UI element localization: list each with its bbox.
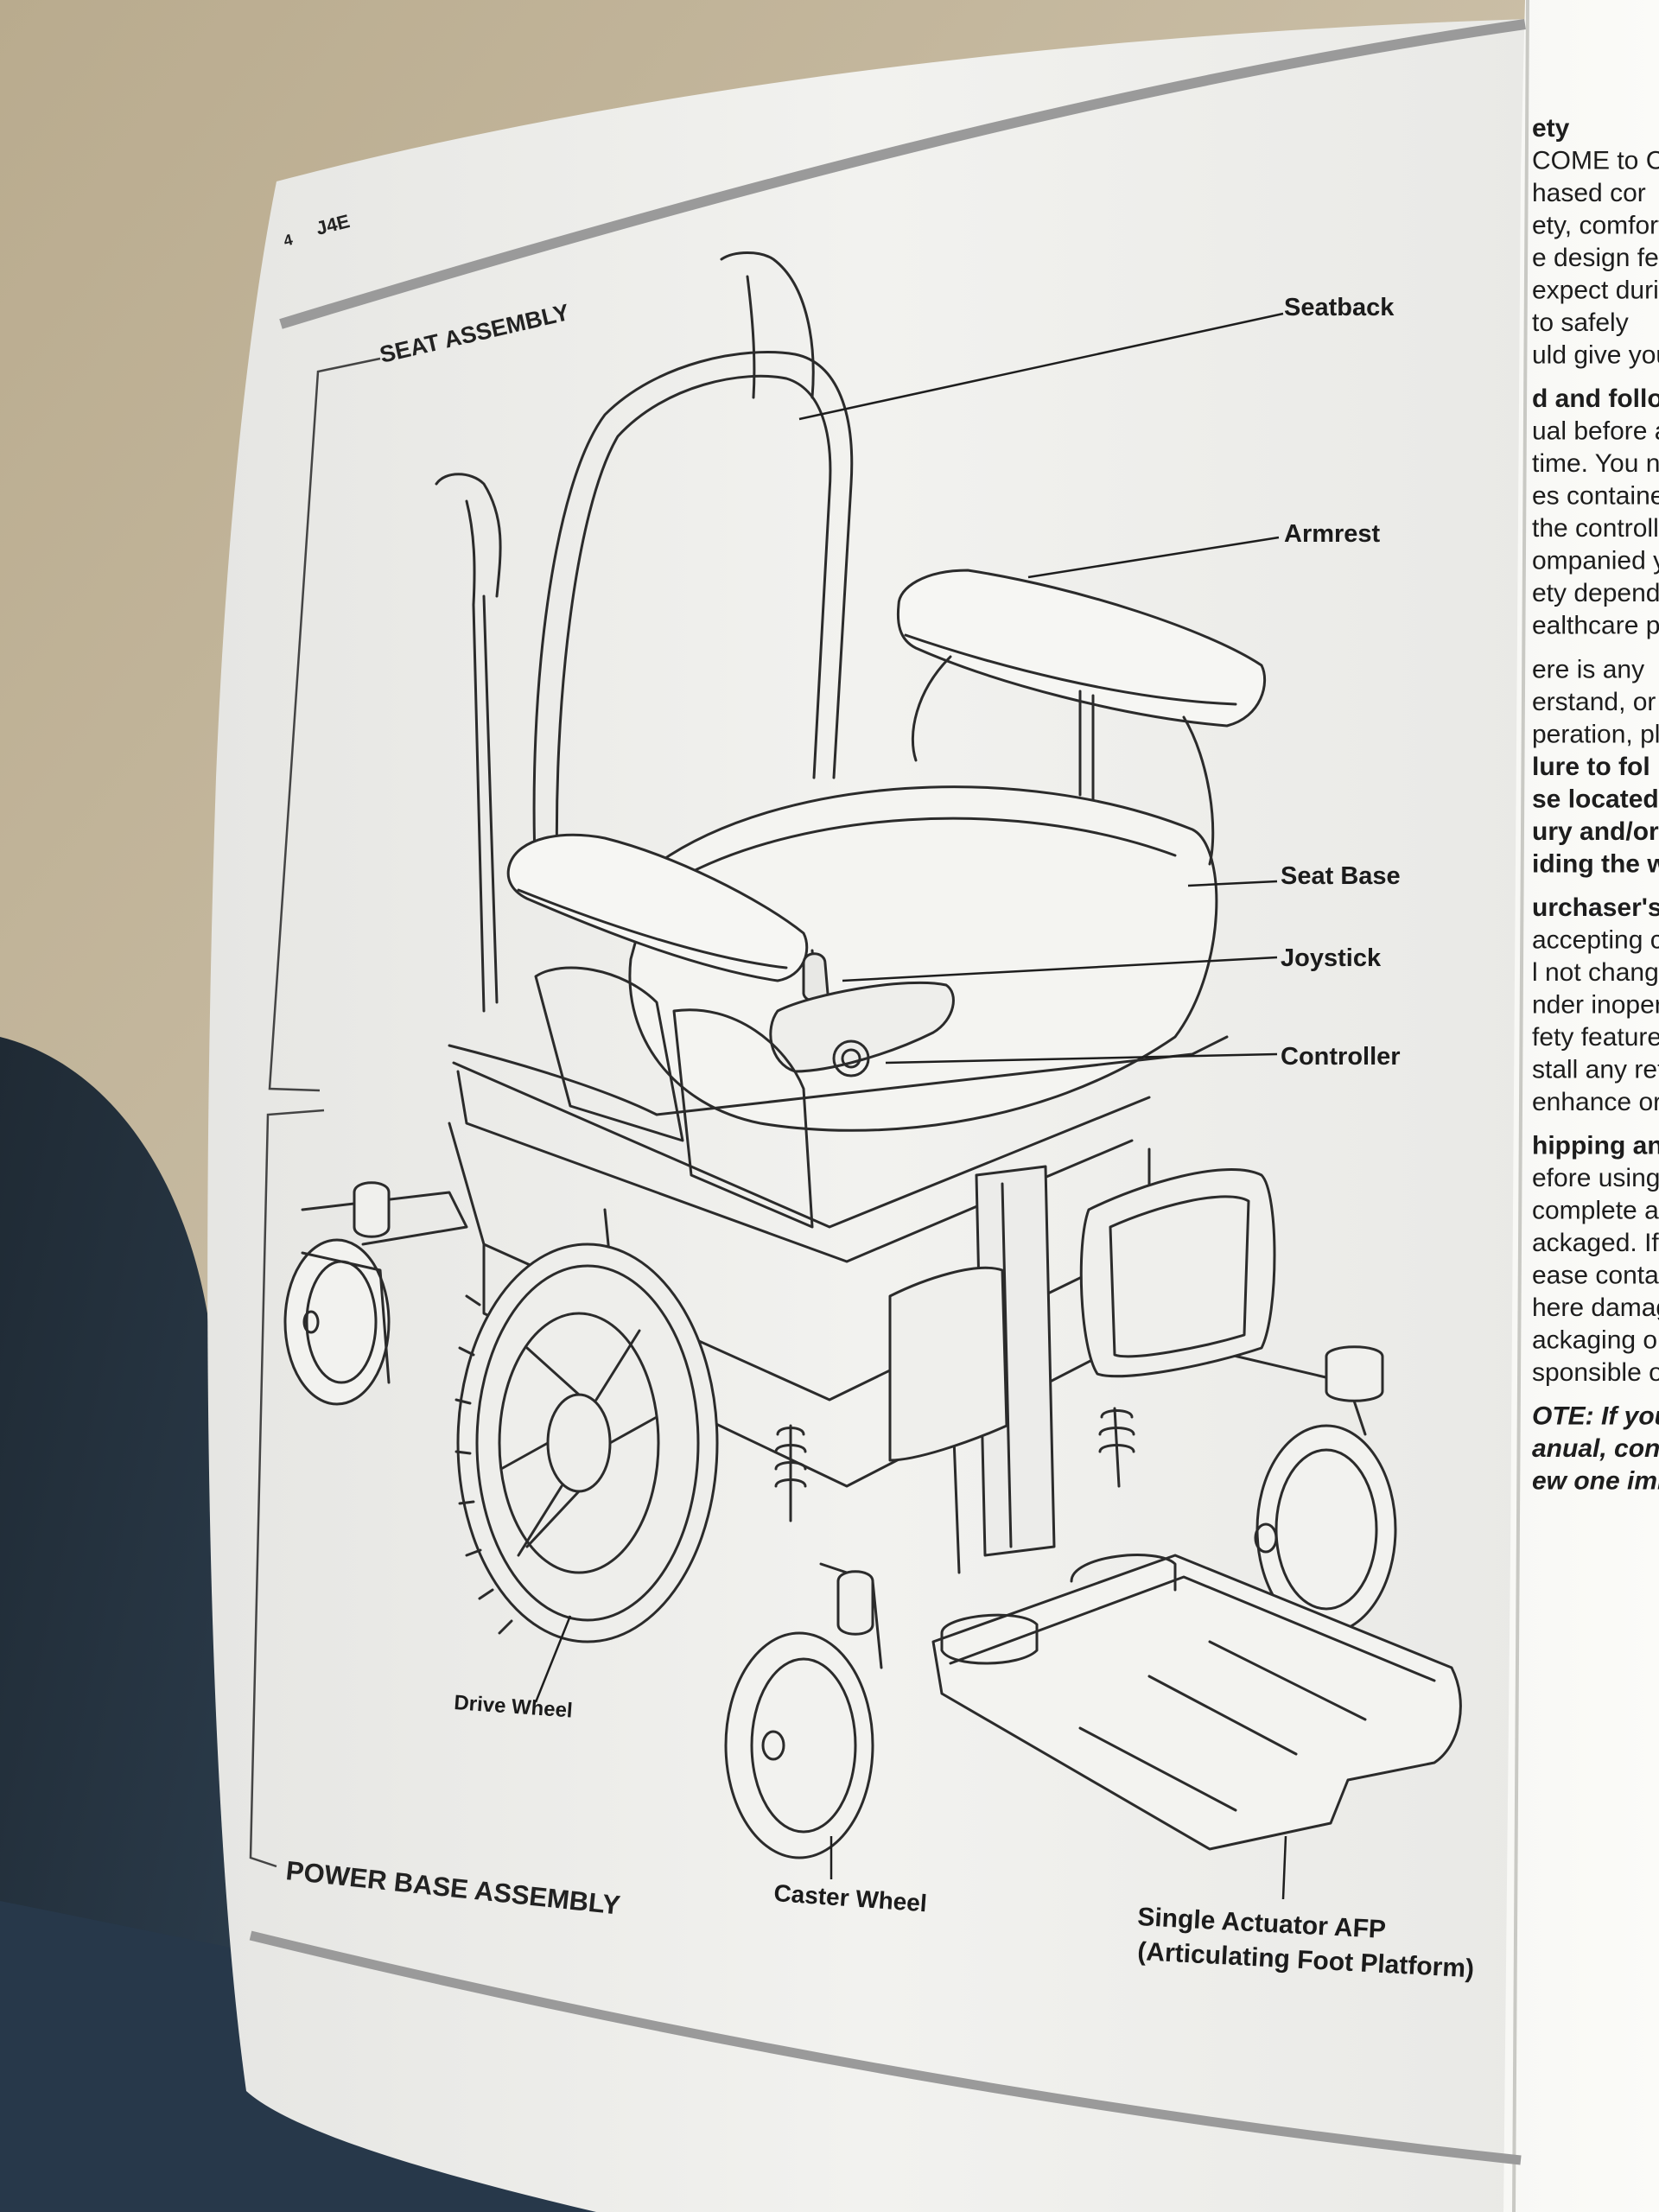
right-page-line: lure to fol (1532, 753, 1650, 781)
label-joystick: Joystick (1281, 944, 1382, 972)
label-armrest: Armrest (1284, 520, 1381, 548)
right-page-line: uld give you (1532, 341, 1659, 370)
right-page-line: expect durin (1532, 276, 1659, 305)
label-controller: Controller (1281, 1043, 1401, 1071)
right-page-line: complete a (1532, 1197, 1659, 1225)
right-page-line: iding the w (1532, 849, 1659, 878)
right-page-line: e design fea (1532, 244, 1659, 272)
seat-assembly-bracket (268, 357, 381, 1092)
right-page-line: anual, cont (1532, 1434, 1659, 1463)
label-seatback: Seatback (1284, 294, 1395, 321)
right-page-line: ety (1532, 114, 1570, 143)
right-page-line: ease contac (1532, 1262, 1659, 1290)
right-page-line: urchaser's (1532, 893, 1659, 922)
right-page (1503, 0, 1659, 2212)
right-page-line: ew one imm (1532, 1467, 1659, 1496)
right-page-line: the controlle (1532, 514, 1659, 543)
right-page-line: ety depends (1532, 579, 1659, 607)
callout-leaders (534, 312, 1287, 1900)
right-page-line: ere is any (1532, 655, 1644, 683)
right-page-line: ury and/or (1532, 817, 1659, 846)
right-page-line: es containe (1532, 482, 1659, 511)
right-page-line: erstand, or (1532, 688, 1656, 716)
footer-rule (249, 1930, 1522, 2165)
right-page-line: hipping an (1532, 1132, 1659, 1160)
page-gutter (1512, 0, 1529, 2212)
wheelchair-illustration (283, 251, 1462, 1859)
right-page-line: fety feature (1532, 1023, 1659, 1052)
power-base-bracket (249, 1109, 325, 1868)
right-page-line: ealthcare p (1532, 612, 1659, 640)
right-page-line: hased cor (1532, 179, 1646, 207)
right-page-line: ackaging or (1532, 1326, 1659, 1355)
right-page-line: peration, pl (1532, 720, 1659, 748)
label-seat-base: Seat Base (1281, 862, 1401, 890)
right-page-line: se located (1532, 785, 1659, 813)
right-page-line: ety, comfort, (1532, 212, 1659, 240)
right-page-line: efore using (1532, 1164, 1659, 1192)
right-page-line: stall any retro (1532, 1055, 1659, 1084)
right-page-line: enhance or (1532, 1088, 1659, 1116)
page-number: 4 (282, 231, 295, 250)
right-page-line: nder inopera (1532, 990, 1659, 1019)
right-page-line: COME to C (1532, 147, 1659, 175)
header-rule (279, 19, 1526, 329)
right-page-line: OTE: If you (1532, 1402, 1659, 1431)
right-page-line: ackaged. If (1532, 1229, 1659, 1257)
right-page-line: here damag (1532, 1294, 1659, 1322)
right-page-line: l not chang (1532, 958, 1659, 987)
right-page-line: ual before a (1532, 417, 1659, 446)
right-page-line: ompanied y (1532, 547, 1659, 575)
right-page-line: d and follo (1532, 385, 1659, 413)
right-page-line: to safely (1532, 308, 1629, 337)
right-page-line: time. You n (1532, 449, 1659, 478)
right-page-line: sponsible or (1532, 1358, 1659, 1387)
right-page-line: accepting c (1532, 925, 1659, 954)
